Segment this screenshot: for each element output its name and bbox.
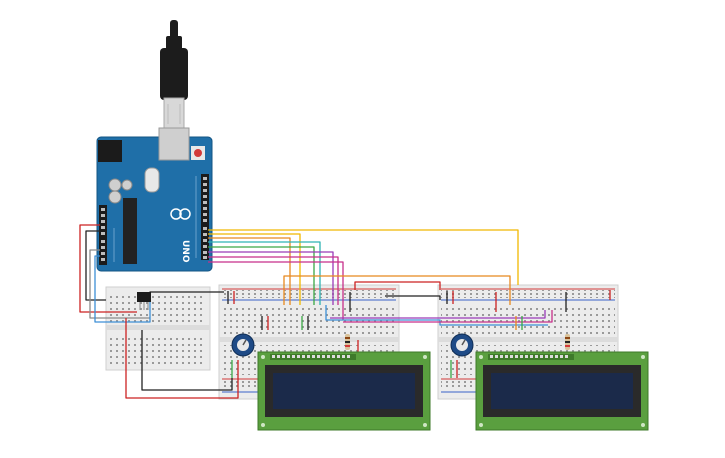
wire-blue-analog xyxy=(94,255,151,323)
temperature-sensor xyxy=(137,292,151,310)
wire-purple xyxy=(208,251,334,305)
wire-black-mini-gnd xyxy=(141,330,233,391)
usb-cable xyxy=(160,20,188,129)
wire-magenta-1 xyxy=(208,256,339,305)
atmega-chip xyxy=(123,198,137,264)
lcd-module-left xyxy=(257,351,431,431)
wire-black-rail-link xyxy=(385,295,441,300)
potentiometer-left xyxy=(231,333,255,357)
wire-black-gnd xyxy=(85,230,106,301)
wire-gray-analog xyxy=(89,249,150,319)
breadboard-mini xyxy=(105,286,211,371)
wire-magenta-long xyxy=(343,310,553,323)
digital-header xyxy=(201,174,209,260)
board-model-label: UNO xyxy=(180,240,190,263)
wire-red-mini-power xyxy=(125,318,239,399)
wire-magenta-2 xyxy=(208,261,344,320)
reset-button xyxy=(194,149,202,157)
lcd-screen-left xyxy=(273,373,415,409)
wire-blue-long xyxy=(325,305,548,326)
lcd-screen-right xyxy=(491,373,633,409)
wire-yellow-left xyxy=(208,233,301,305)
potentiometer-right xyxy=(450,333,474,357)
wire-yellow-right xyxy=(208,229,519,285)
lcd-module-right xyxy=(475,351,649,431)
wire-orange-left xyxy=(208,237,291,305)
resistor-left xyxy=(345,334,350,350)
wire-red-rail-link xyxy=(354,281,441,290)
wire-purple-long xyxy=(330,310,546,319)
wire-red-5v xyxy=(79,224,137,313)
wire-green-left xyxy=(208,246,315,305)
wire-teal xyxy=(208,241,321,305)
resistor-right xyxy=(565,334,570,350)
arduino-uno-board: UNO xyxy=(96,127,213,272)
arduino-logo-icon xyxy=(170,208,191,220)
wire-orange-long xyxy=(283,275,511,305)
